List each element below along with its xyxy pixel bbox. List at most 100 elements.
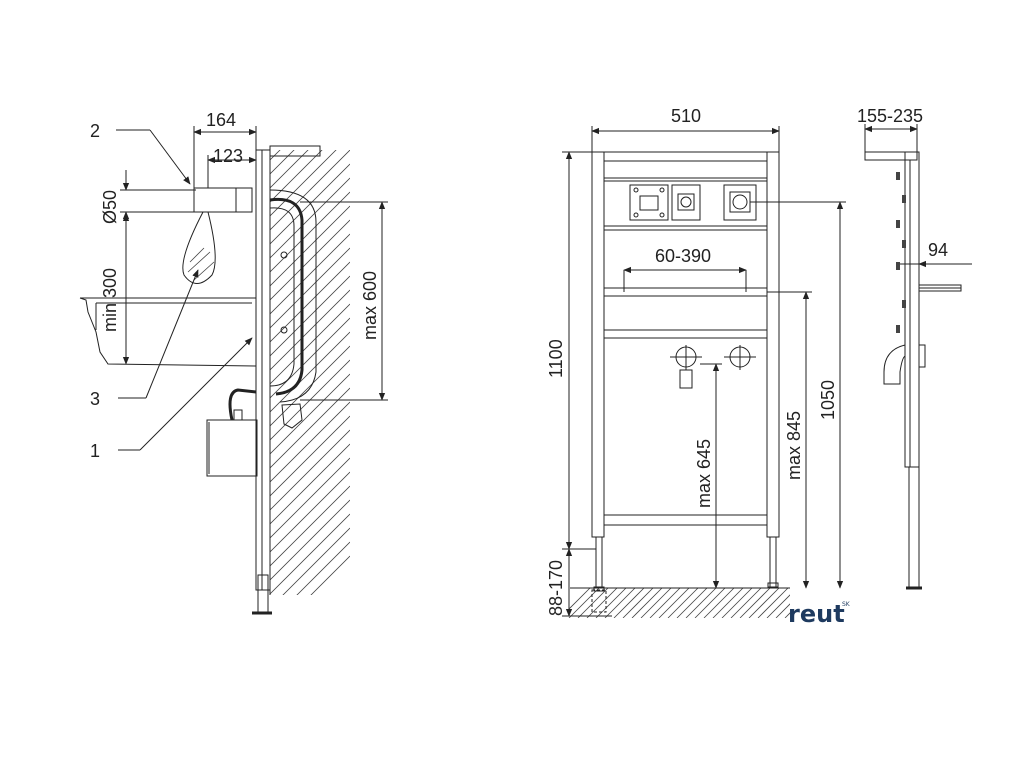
hatch-line (270, 401, 350, 483)
hatch-line (270, 219, 350, 301)
hose-loop (269, 189, 317, 403)
dim-tap-diameter: Ø50 (100, 190, 120, 224)
hatch-line (270, 485, 350, 567)
water-stream (182, 211, 216, 284)
hatch-line (270, 289, 350, 371)
callout-3: 3 (90, 389, 100, 409)
hatch-line (694, 588, 726, 618)
side-view: 164 123 Ø50 min 300 max 600 2 3 1 (79, 0, 388, 615)
brand-name: reut (788, 600, 845, 628)
hatch-line (270, 150, 337, 217)
wall-hatching (270, 0, 350, 595)
hatch-line (270, 429, 350, 511)
hatch-line (270, 150, 323, 203)
floor-hatching (568, 588, 790, 618)
callout-2: 2 (90, 121, 100, 141)
mounting-bracket-left (629, 184, 669, 221)
tap-spout (193, 187, 253, 213)
hatch-line (270, 261, 350, 343)
hatch-line (676, 588, 708, 618)
hatch-line (270, 415, 350, 497)
hatch-line (604, 588, 636, 618)
hatch-line (667, 588, 699, 618)
hatch-line (685, 588, 717, 618)
hatch-line (296, 541, 350, 595)
dim-tap-height: min 300 (100, 268, 120, 332)
hatch-line (757, 588, 789, 618)
hatch-line (712, 588, 744, 618)
bolt-marker (902, 300, 906, 308)
hatch-line (658, 588, 690, 618)
dim-rail-height: max 845 (784, 411, 804, 480)
hatch-line (586, 588, 618, 618)
control-box (206, 388, 303, 477)
hatch-line (270, 0, 350, 48)
dim-frame-width: 510 (671, 106, 701, 126)
hatch-line (270, 303, 350, 385)
bolt-marker (896, 262, 900, 270)
hatch-line (595, 588, 627, 618)
hatch-line (270, 513, 350, 595)
dim-mount-range: max 600 (360, 271, 380, 340)
hatch-line (270, 471, 350, 553)
hatch-line (270, 150, 295, 175)
dim-adjustable-span: 60-390 (655, 246, 711, 266)
dim-depth-range: 155-235 (857, 106, 923, 126)
hatch-line (270, 66, 350, 146)
hatch-line (270, 38, 350, 118)
hatch-line (270, 0, 350, 62)
dim-feet-range: 88-170 (546, 560, 566, 616)
bolt-marker (896, 220, 900, 228)
hatch-line (730, 588, 762, 618)
hatch-line (748, 588, 780, 618)
hatch-line (270, 457, 350, 539)
frame-post (252, 145, 321, 615)
hatch-line (270, 331, 350, 413)
hatch-line (270, 205, 350, 287)
hatch-line (721, 588, 753, 618)
hatch-line (270, 499, 350, 581)
dim-shelf-depth: 94 (928, 240, 948, 260)
hatch-line (568, 588, 600, 618)
hatch-line (270, 24, 350, 104)
hatch-line (270, 177, 350, 259)
hatch-line (568, 588, 591, 611)
dim-pipe-height: max 645 (694, 439, 714, 508)
dim-tap-reach: 164 (206, 110, 236, 130)
mounting-bracket-center (671, 184, 701, 221)
hatch-line (270, 275, 350, 357)
dim-total-height: 1100 (546, 339, 566, 378)
hatch-line (270, 0, 350, 34)
hatch-line (270, 150, 350, 231)
hatch-line (739, 588, 771, 618)
hatch-line (270, 52, 350, 132)
hatch-line (270, 345, 350, 427)
hatch-line (270, 150, 309, 189)
hatch-line (270, 150, 281, 161)
hatch-line (310, 555, 350, 595)
dim-tap-inner: 123 (213, 146, 243, 166)
dim-top-height: 1050 (818, 380, 838, 420)
hatch-line (775, 603, 790, 618)
brand-logo: reut SK (788, 600, 851, 628)
hatch-line (270, 373, 350, 455)
hatch-line (270, 163, 350, 245)
hatch-line (622, 588, 654, 618)
hatch-line (270, 443, 350, 525)
hatch-line (631, 588, 663, 618)
hatch-line (703, 588, 735, 618)
hatch-line (270, 191, 350, 273)
hatch-line (649, 588, 681, 618)
hatch-line (766, 594, 790, 618)
front-view: 510 60-390 1100 88-170 max 645 max 845 1… (546, 106, 846, 618)
hatch-line (282, 527, 350, 595)
basin (79, 297, 257, 367)
hatch-line (640, 588, 672, 618)
hatch-line (270, 10, 350, 90)
pipe-connector-right (724, 345, 756, 370)
hatch-line (270, 0, 350, 6)
hatch-line (270, 0, 350, 76)
bolt-marker (902, 195, 906, 203)
profile-view: 155-235 94 (857, 106, 972, 590)
